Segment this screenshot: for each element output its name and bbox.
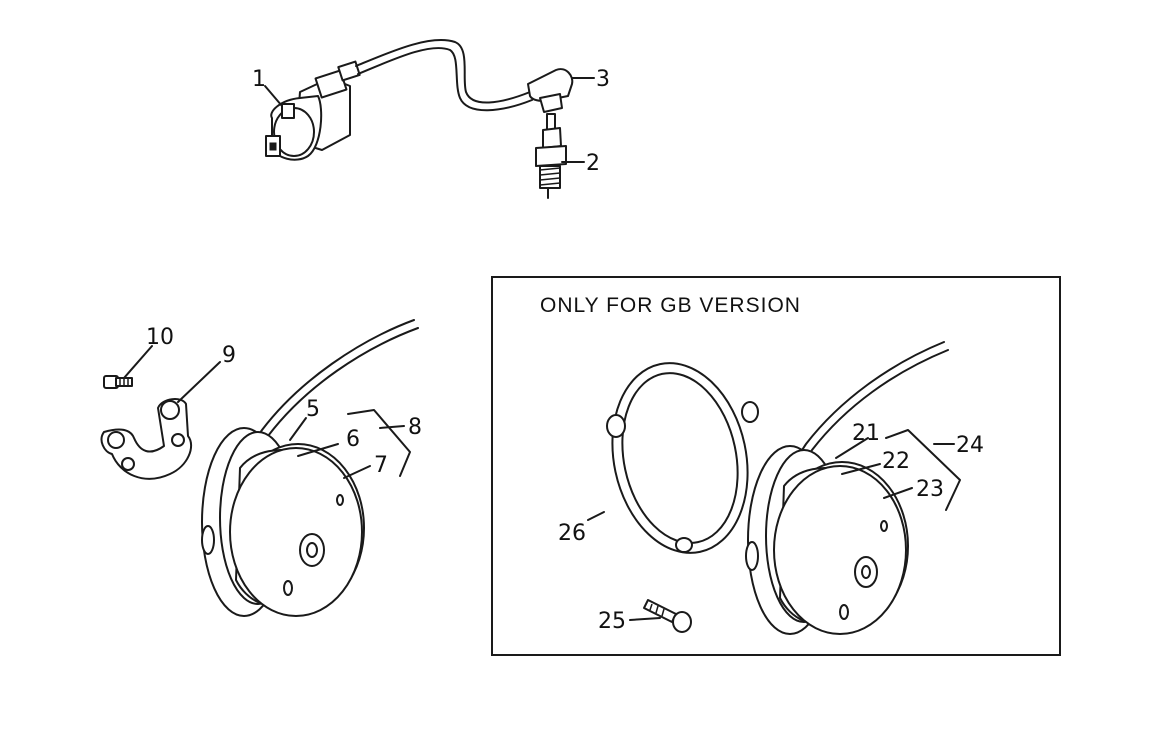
callout-10: 10 bbox=[146, 325, 174, 350]
callout-7: 7 bbox=[374, 453, 388, 478]
callout-26: 26 bbox=[558, 521, 586, 546]
ht-lead bbox=[355, 39, 533, 112]
leader-lines bbox=[123, 77, 961, 621]
callout-2: 2 bbox=[586, 151, 600, 176]
callout-5: 5 bbox=[306, 397, 320, 422]
callout-9: 9 bbox=[222, 343, 236, 368]
spark-plug-cap bbox=[527, 68, 574, 113]
callout-22: 22 bbox=[882, 449, 910, 474]
magneto-flywheel bbox=[201, 319, 419, 617]
callout-21: 21 bbox=[852, 421, 880, 446]
socket-screw bbox=[643, 599, 692, 633]
bracket bbox=[100, 398, 193, 480]
callout-23: 23 bbox=[916, 477, 944, 502]
gb-version-inset bbox=[491, 276, 1061, 656]
callout-8: 8 bbox=[408, 415, 422, 440]
gb-magneto-flywheel bbox=[745, 341, 949, 635]
inset-title: ONLY FOR GB VERSION bbox=[540, 294, 801, 317]
callout-1: 1 bbox=[252, 67, 266, 92]
callout-6: 6 bbox=[346, 427, 360, 452]
cover-ring bbox=[606, 362, 759, 554]
screw bbox=[103, 375, 133, 389]
callout-24: 24 bbox=[956, 433, 984, 458]
spark-plug bbox=[535, 113, 567, 199]
callout-3: 3 bbox=[596, 67, 610, 92]
ignition-coil bbox=[265, 60, 361, 161]
callout-25: 25 bbox=[598, 609, 626, 634]
